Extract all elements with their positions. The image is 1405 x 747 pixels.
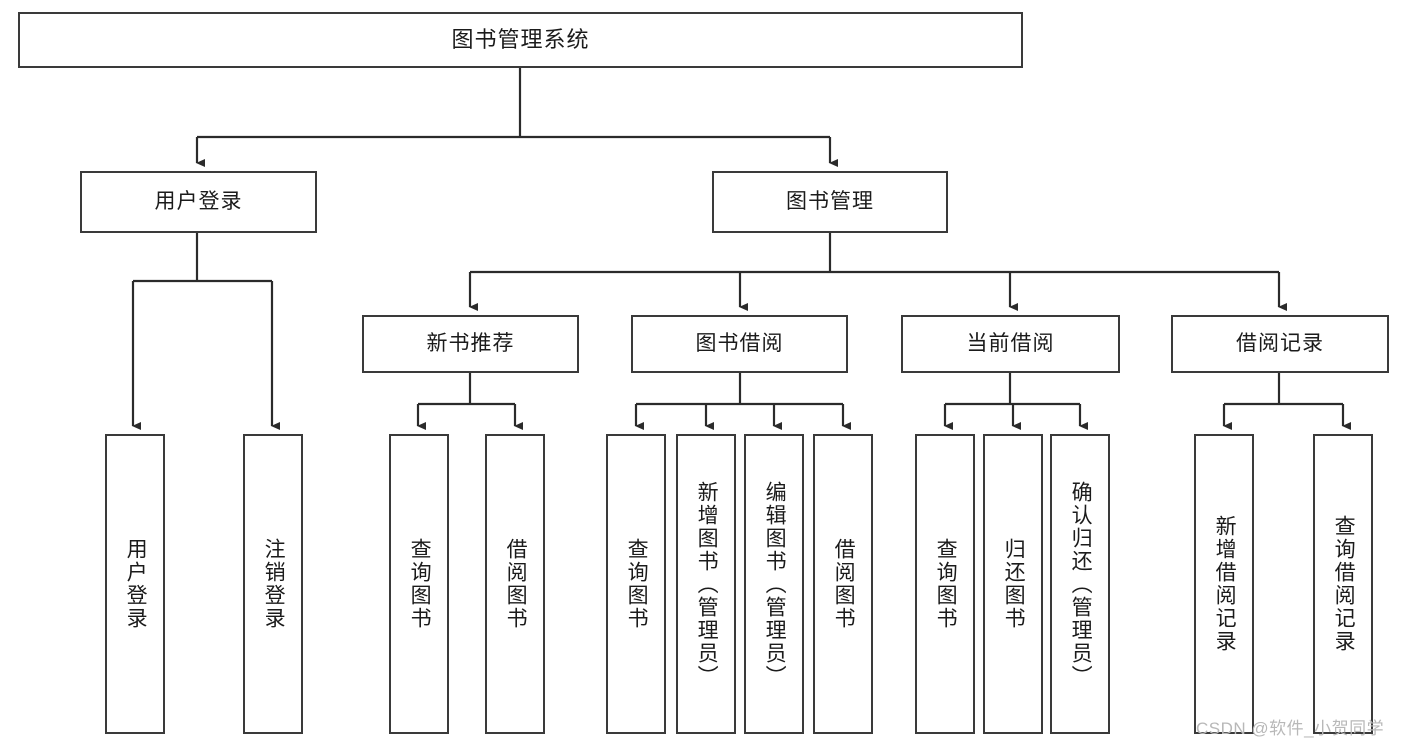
node-label: 新书推荐 [426, 332, 515, 356]
node-label: 用户登录 [154, 190, 243, 214]
node-label: 编辑图书（管理员） [763, 480, 787, 688]
leaf-borrow-book[interactable]: 借阅图书 [813, 434, 873, 734]
node-label: 查询图书 [625, 538, 649, 630]
node-label: 归还图书 [1002, 538, 1026, 630]
node-label: 当前借阅 [966, 332, 1055, 356]
leaf-confirm-return-admin[interactable]: 确认归还（管理员） [1050, 434, 1110, 734]
node-borrow-record[interactable]: 借阅记录 [1171, 315, 1389, 373]
node-label: 确认归还（管理员） [1069, 480, 1093, 688]
node-label: 借阅图书 [504, 538, 528, 630]
leaf-query-borrow-record[interactable]: 查询借阅记录 [1313, 434, 1373, 734]
leaf-borrow-book-recommend[interactable]: 借阅图书 [485, 434, 545, 734]
leaf-edit-book-admin[interactable]: 编辑图书（管理员） [744, 434, 804, 734]
leaf-logout[interactable]: 注销登录 [243, 434, 303, 734]
leaf-query-book-recommend[interactable]: 查询图书 [389, 434, 449, 734]
node-label: 借阅图书 [832, 538, 856, 630]
leaf-query-book-current[interactable]: 查询图书 [915, 434, 975, 734]
leaf-add-borrow-record[interactable]: 新增借阅记录 [1194, 434, 1254, 734]
node-label: 借阅记录 [1236, 332, 1324, 356]
node-label: 查询图书 [934, 538, 958, 630]
node-book-manage[interactable]: 图书管理 [712, 171, 948, 233]
node-label: 新增图书（管理员） [695, 480, 719, 688]
node-label: 图书管理 [786, 190, 874, 214]
node-root-system[interactable]: 图书管理系统 [18, 12, 1023, 68]
node-label: 注销登录 [262, 538, 286, 630]
node-label: 新增借阅记录 [1213, 515, 1237, 653]
node-label: 查询借阅记录 [1332, 515, 1356, 653]
leaf-return-book[interactable]: 归还图书 [983, 434, 1043, 734]
node-new-book-recommend[interactable]: 新书推荐 [362, 315, 579, 373]
node-label: 查询图书 [408, 538, 432, 630]
leaf-query-book-borrow[interactable]: 查询图书 [606, 434, 666, 734]
leaf-user-login[interactable]: 用户登录 [105, 434, 165, 734]
node-label: 用户登录 [124, 538, 148, 630]
node-current-borrow[interactable]: 当前借阅 [901, 315, 1120, 373]
node-label: 图书管理系统 [451, 26, 590, 52]
node-book-borrow[interactable]: 图书借阅 [631, 315, 848, 373]
node-user-login[interactable]: 用户登录 [80, 171, 317, 233]
leaf-add-book-admin[interactable]: 新增图书（管理员） [676, 434, 736, 734]
node-label: 图书借阅 [695, 332, 784, 356]
